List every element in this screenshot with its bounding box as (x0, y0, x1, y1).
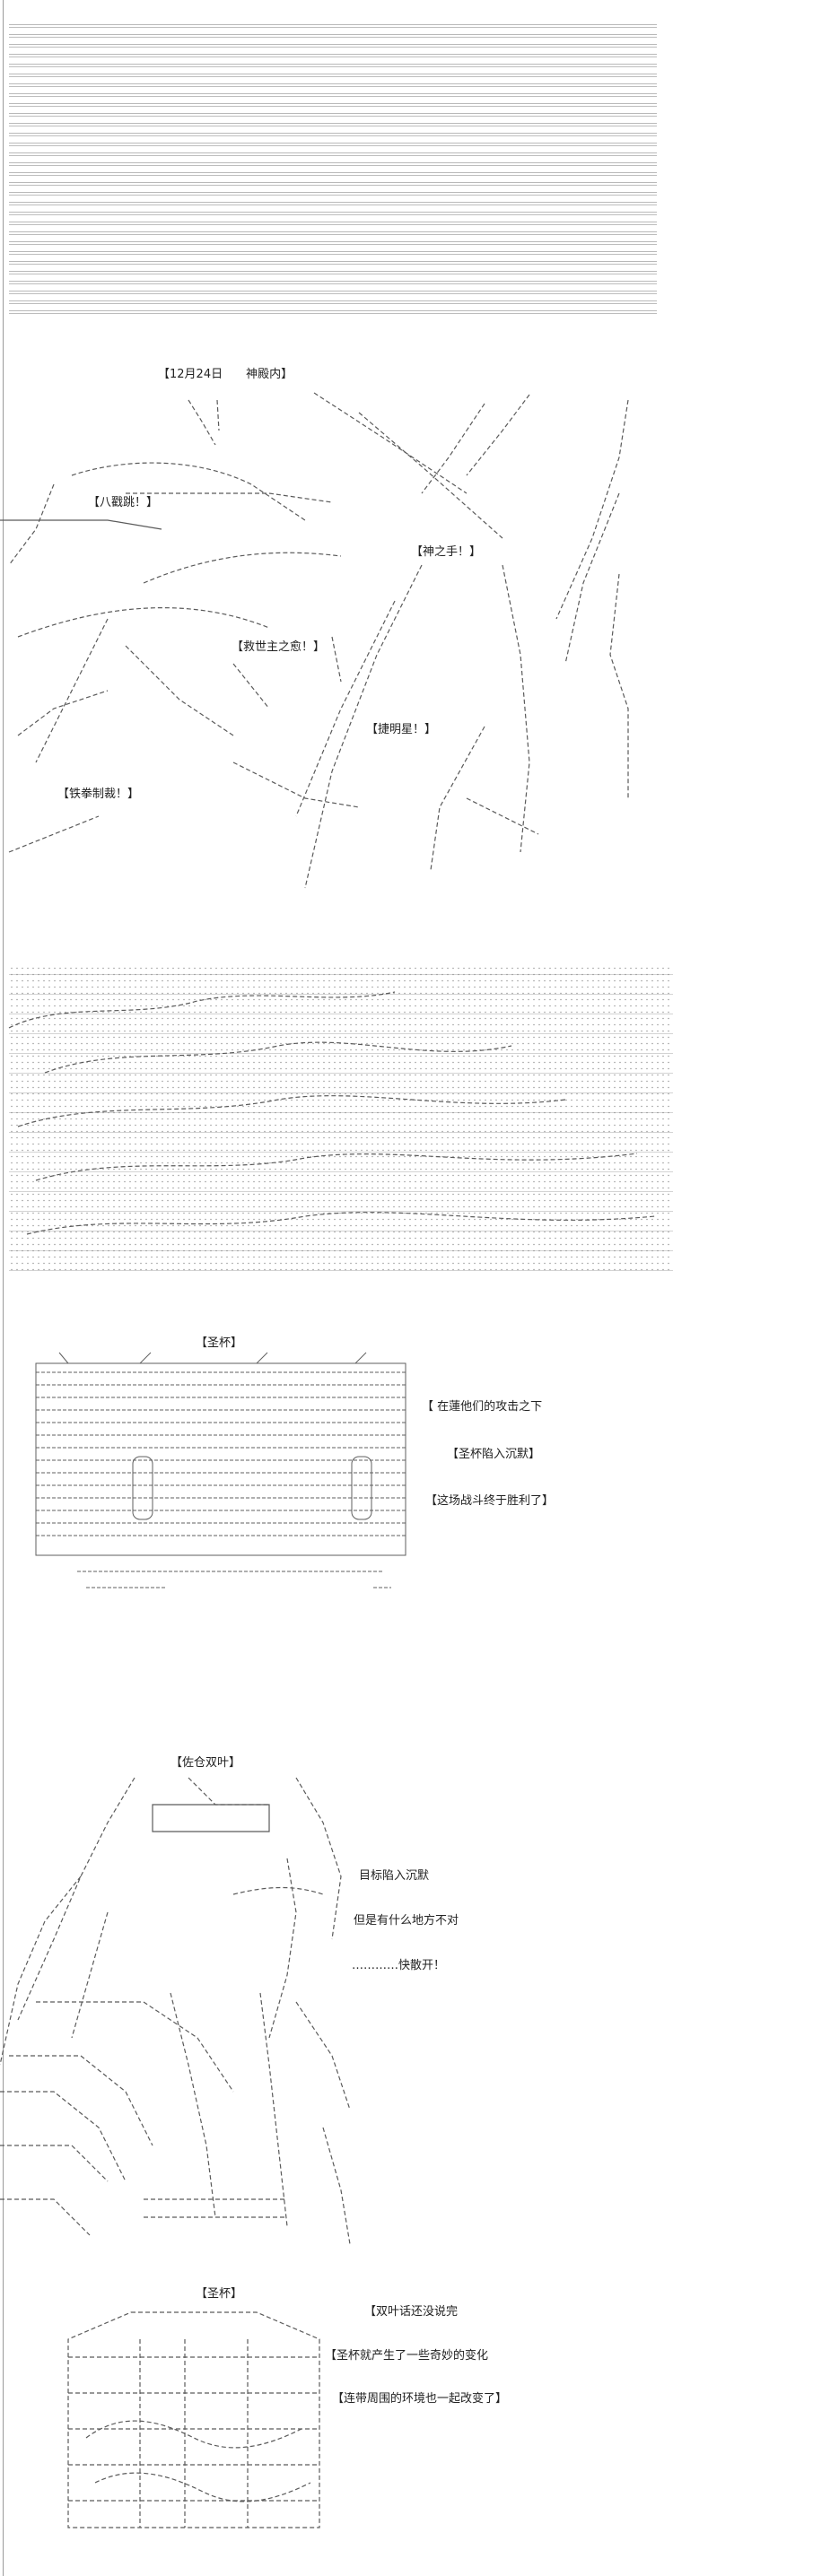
ascii-dots-block (9, 965, 673, 1272)
grail-change-ascii-art (67, 2311, 320, 2528)
panel1-label-1: 【八戳跳！】 (88, 496, 159, 509)
panel2-label-1: 【 在蓮他们的攻击之下 (422, 1400, 543, 1414)
ascii-wave-lines (9, 965, 673, 1272)
panel4-label-3: 【连带周围的环境也一起改变了】 (332, 2392, 508, 2406)
panel1-label-5: 【铁拳制裁！】 (57, 788, 140, 801)
battle-ascii-art (0, 392, 629, 889)
panel1-heading: 【12月24日 神殿内】 (158, 368, 293, 381)
futaba-ascii-art (0, 1777, 351, 2245)
panel2-label-2: 【圣杯陷入沉默】 (447, 1448, 541, 1461)
panel1-label-3: 【救世主之愈！】 (232, 640, 326, 654)
panel4-heading: 【圣杯】 (196, 2287, 243, 2301)
panel4-label-2: 【圣杯就产生了一些奇妙的变化 (325, 2349, 489, 2363)
wave-ascii-art (8, 991, 656, 1235)
panel3-label-1: 目标陷入沉默 (359, 1869, 430, 1883)
panel2-heading: 【圣杯】 (196, 1336, 243, 1350)
left-rule (3, 0, 4, 2576)
ascii-lines-block (9, 20, 657, 316)
panel3-label-2: 但是有什么地方不对 (354, 1914, 459, 1928)
panel4-label-1: 【双叶话还没说完 (364, 2305, 459, 2319)
panel2-label-3: 【这场战斗终于胜利了】 (425, 1494, 555, 1508)
grail-ascii-art (35, 1352, 406, 1588)
panel3-label-3: …………快散开！ (352, 1959, 446, 1972)
panel3-heading: 【佐仓双叶】 (170, 1756, 241, 1770)
panel1-label-2: 【神之手！】 (411, 545, 482, 559)
panel1-label-4: 【捷明星！】 (366, 723, 437, 736)
